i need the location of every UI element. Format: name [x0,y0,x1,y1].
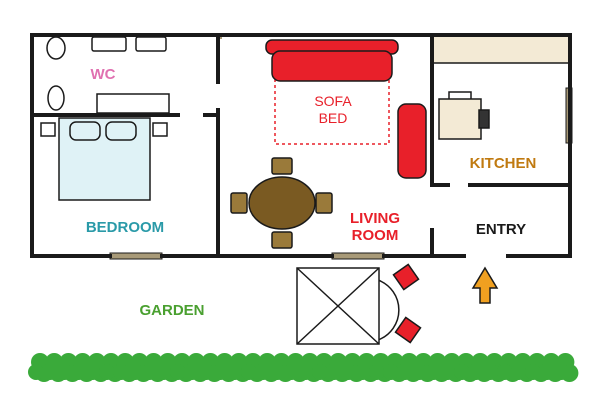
hedge-leaf [297,364,314,380]
walls [30,33,572,258]
sofa-bed-label-line1: SOFA [314,93,352,109]
window-living-bottom [331,252,385,260]
hedge-leaf [141,364,158,380]
patio-set [296,263,422,345]
hedge-leaf [198,364,215,380]
hedge-leaf [113,364,130,380]
window-bedroom-bottom [109,252,163,260]
chair-left [230,192,248,214]
hedge-leaf [241,364,257,380]
hedge-leaf [454,364,470,380]
wc-fixtures [46,36,170,114]
hedge-leaf [482,364,499,380]
patio-chair-top [392,263,420,291]
hedge-leaf [170,364,186,380]
vanity [96,93,170,114]
sofa-seat [271,50,393,82]
hedge-leaf [127,364,144,380]
chair-bottom [271,231,293,249]
side-sofa [397,103,427,179]
living-label-line2: ROOM [352,227,399,244]
wc-label: WC [91,66,116,83]
pillow-left [69,121,101,141]
hedge-leaf [340,364,357,380]
hedge-leaf [439,364,456,380]
hedge-leaf [525,364,541,380]
hedge-leaf [312,364,328,380]
nightstand-left [40,122,56,137]
hedge-leaf [42,364,59,380]
sofa-bed-label-line2: BED [319,110,348,126]
hedge-leaf [496,364,513,380]
hedge-leaf [510,364,527,380]
bedroom-label: BEDROOM [86,219,164,236]
hedge-leaf [155,364,172,380]
dining-set [230,157,333,249]
hedge-leaf [255,364,272,380]
toilet-top [46,36,66,60]
hedge-leaf [468,364,485,380]
toilet-bottom [47,85,65,111]
hedge-leaf [368,364,385,380]
hedge-leaf [99,364,115,380]
hedge-leaf [212,364,229,380]
hedge-leaf [226,364,243,380]
dining-table [248,176,316,230]
kitchen-label: KITCHEN [470,155,537,172]
stove-icon [438,91,490,140]
kitchen-counter [432,35,570,64]
hedge-leaf [70,364,87,380]
hedge-leaf [84,364,101,380]
pillow-right [105,121,137,141]
chair-top [271,157,293,175]
patio-chair-bottom [394,316,422,344]
garden-label: GARDEN [139,302,204,319]
patio-semicircle [377,278,400,342]
hedge-leaf [539,364,556,380]
bed [40,117,168,201]
hedge-leaf [354,364,371,380]
hedge-leaf [425,364,442,380]
entry-label: ENTRY [476,221,526,238]
arrow-up-icon [471,266,499,304]
living-label-line1: LIVING [350,210,400,227]
hedge-leaf [184,364,201,380]
hedge-leaf [269,364,286,380]
hedge-leaf [383,364,399,380]
hedge [28,353,579,382]
hedge-leaf [553,364,570,380]
sink-top-1 [91,36,127,52]
hedge-leaf [28,364,44,380]
hedge-leaf [56,364,73,380]
nightstand-right [152,122,168,137]
sofa-bed [265,39,399,145]
chair-right [315,192,333,214]
sink-top-2 [135,36,167,52]
hedge-leaf [283,364,300,380]
hedge-leaf [411,364,428,380]
hedge-leaf [397,364,414,380]
hedge-leaf [326,364,343,380]
